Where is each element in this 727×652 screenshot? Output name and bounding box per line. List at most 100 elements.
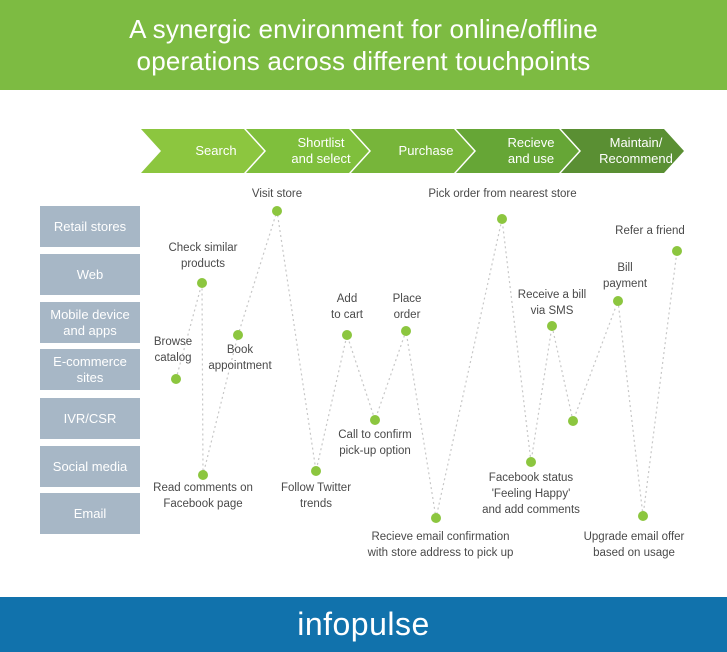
label-line: Browse — [153, 336, 193, 348]
channel-label-line2: sites — [76, 369, 104, 385]
label-line: appointment — [208, 360, 272, 372]
label-line: based on usage — [593, 547, 675, 559]
stage-chevron-maintain — [561, 129, 684, 173]
label-line: Pick order from nearest store — [428, 188, 577, 200]
channel-retail-stores: Retail stores — [40, 206, 140, 247]
channel-label: Email — [73, 505, 107, 521]
label-line: Receive a bill — [517, 289, 587, 301]
touchpoint-dot — [197, 278, 207, 288]
stage-line2: and select — [291, 151, 351, 166]
label-line: Facebook status — [488, 472, 574, 484]
stage-label-recieve: Recieve and use — [476, 129, 562, 173]
label-line: Book — [226, 344, 254, 356]
stage-chevron-shortlist — [246, 129, 369, 173]
touchpoint-label-receive-bill: Receive a bill via SMS — [510, 287, 594, 319]
touchpoint-dot — [613, 296, 623, 306]
label-line: 'Feeling Happy' — [491, 488, 571, 500]
channel-web: Web — [40, 254, 140, 295]
channel-ecommerce: E-commerce sites — [40, 349, 140, 390]
stage-chevron-purchase — [351, 129, 474, 173]
stage-line2: Recommend — [599, 151, 673, 166]
label-line: order — [393, 309, 421, 321]
label-line: and add comments — [482, 504, 580, 516]
label-line: Upgrade email offer — [583, 531, 685, 543]
label-line: Check similar — [168, 242, 238, 254]
header-title-line1: A synergic environment for online/offlin… — [129, 14, 598, 44]
channel-email: Email — [40, 493, 140, 534]
channel-label: Social media — [52, 458, 128, 474]
channel-label-line1: E-commerce — [53, 353, 127, 369]
touchpoint-label-recieve-email: Recieve email confirmation with store ad… — [358, 529, 523, 561]
touchpoint-dot — [311, 466, 321, 476]
channel-label: Retail stores — [53, 218, 127, 234]
stage-chevron-search — [141, 129, 264, 173]
touchpoint-label-read-comments: Read comments on Facebook page — [148, 480, 258, 512]
touchpoint-dot — [568, 416, 578, 426]
stage-line1: Shortlist — [297, 135, 345, 150]
touchpoint-label-pick-order: Pick order from nearest store — [420, 186, 585, 202]
touchpoint-dot — [638, 511, 648, 521]
header-title-line2: operations across different touchpoints — [136, 46, 591, 76]
touchpoint-dot — [401, 326, 411, 336]
touchpoint-dot — [431, 513, 441, 523]
channel-social-media: Social media — [40, 446, 140, 487]
touchpoint-label-add-to-cart: Add to cart — [321, 291, 373, 323]
label-line: Bill — [617, 262, 633, 274]
stage-label-shortlist: Shortlist and select — [266, 129, 352, 173]
touchpoint-dot — [672, 246, 682, 256]
label-line: catalog — [154, 352, 192, 364]
touchpoint-dot — [547, 321, 557, 331]
channel-label-line2: and apps — [63, 322, 117, 338]
label-line: payment — [602, 278, 648, 290]
channel-mobile: Mobile device and apps — [40, 302, 140, 343]
label-line: Recieve email confirmation — [371, 531, 510, 543]
touchpoint-label-book-appointment: Book appointment — [200, 342, 280, 374]
infopulse-logo: infopulse — [297, 606, 430, 642]
touchpoint-label-call-to-confirm: Call to confirm pick-up option — [330, 427, 420, 459]
stage-line2: and use — [507, 151, 555, 166]
label-line: Read comments on — [153, 482, 253, 494]
touchpoint-dot — [342, 330, 352, 340]
touchpoint-dot — [526, 457, 536, 467]
stage-line1: Maintain/ — [609, 135, 663, 150]
stage-line1: Search — [195, 143, 237, 158]
channel-label: IVR/CSR — [63, 410, 117, 426]
channel-ivr-csr: IVR/CSR — [40, 398, 140, 439]
label-line: Visit store — [251, 188, 303, 200]
label-line: Facebook page — [163, 498, 243, 510]
touchpoint-dot — [272, 206, 282, 216]
label-line: pick-up option — [339, 445, 411, 457]
touchpoint-label-follow-twitter: Follow Twitter trends — [271, 480, 361, 512]
touchpoint-label-facebook-status: Facebook status 'Feeling Happy' and add … — [476, 470, 586, 518]
label-line: Refer a friend — [615, 225, 685, 237]
label-line: Call to confirm — [338, 429, 412, 441]
touchpoint-label-visit-store: Visit store — [240, 186, 314, 202]
stage-label-search: Search — [161, 129, 247, 173]
label-line: Add — [336, 293, 358, 305]
touchpoint-label-browse-catalog: Browse catalog — [144, 334, 202, 366]
touchpoint-label-refer-friend: Refer a friend — [607, 223, 693, 239]
footer-banner: infopulse — [0, 597, 727, 652]
stage-line1: Recieve — [507, 135, 555, 150]
label-line: trends — [300, 498, 332, 510]
label-line: with store address to pick up — [367, 547, 514, 559]
stage-label-maintain: Maintain/ Recommend — [581, 129, 673, 173]
touchpoint-label-check-similar: Check similar products — [157, 240, 249, 272]
touchpoint-dot — [497, 214, 507, 224]
stage-chevron-recieve — [456, 129, 579, 173]
touchpoint-dot — [370, 415, 380, 425]
label-line: Place — [392, 293, 422, 305]
channel-label-line1: Mobile device — [50, 306, 130, 322]
touchpoint-dot — [233, 330, 243, 340]
touchpoint-dot — [171, 374, 181, 384]
stage-line1: Purchase — [398, 143, 454, 158]
label-line: via SMS — [530, 305, 574, 317]
touchpoint-label-place-order: Place order — [382, 291, 432, 323]
label-line: to cart — [331, 309, 363, 321]
touchpoint-dot — [198, 470, 208, 480]
header-banner: A synergic environment for online/offlin… — [0, 0, 727, 90]
touchpoint-label-upgrade-email: Upgrade email offer based on usage — [576, 529, 692, 561]
stage-label-purchase: Purchase — [371, 129, 457, 173]
